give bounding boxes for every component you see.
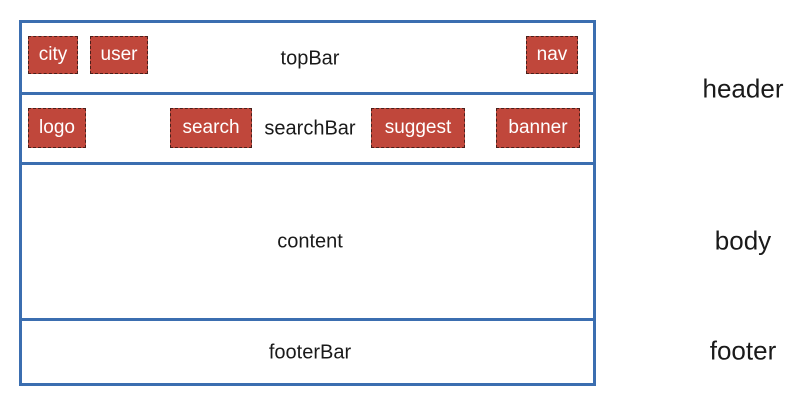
logo-box: logo: [28, 108, 86, 148]
body-region-label: body: [714, 225, 772, 256]
city-box: city: [28, 36, 78, 74]
search-bar-row: logo search searchBar suggest banner: [22, 95, 593, 165]
footer-region-label: footer: [709, 335, 777, 366]
user-box: user: [90, 36, 148, 74]
content-label: content: [277, 230, 343, 253]
footer-bar-row: footerBar: [22, 321, 593, 383]
content-row: content: [22, 165, 593, 321]
nav-box: nav: [526, 36, 578, 74]
search-box: search: [170, 108, 252, 148]
header-region-label: header: [702, 73, 784, 104]
top-bar-label: topBar: [280, 47, 340, 70]
top-bar-row: city user topBar nav: [22, 23, 593, 95]
suggest-box: suggest: [371, 108, 465, 148]
search-bar-label: searchBar: [264, 117, 356, 140]
banner-box: banner: [496, 108, 580, 148]
layout-frame: city user topBar nav logo search searchB…: [19, 20, 596, 386]
footer-bar-label: footerBar: [268, 341, 352, 364]
